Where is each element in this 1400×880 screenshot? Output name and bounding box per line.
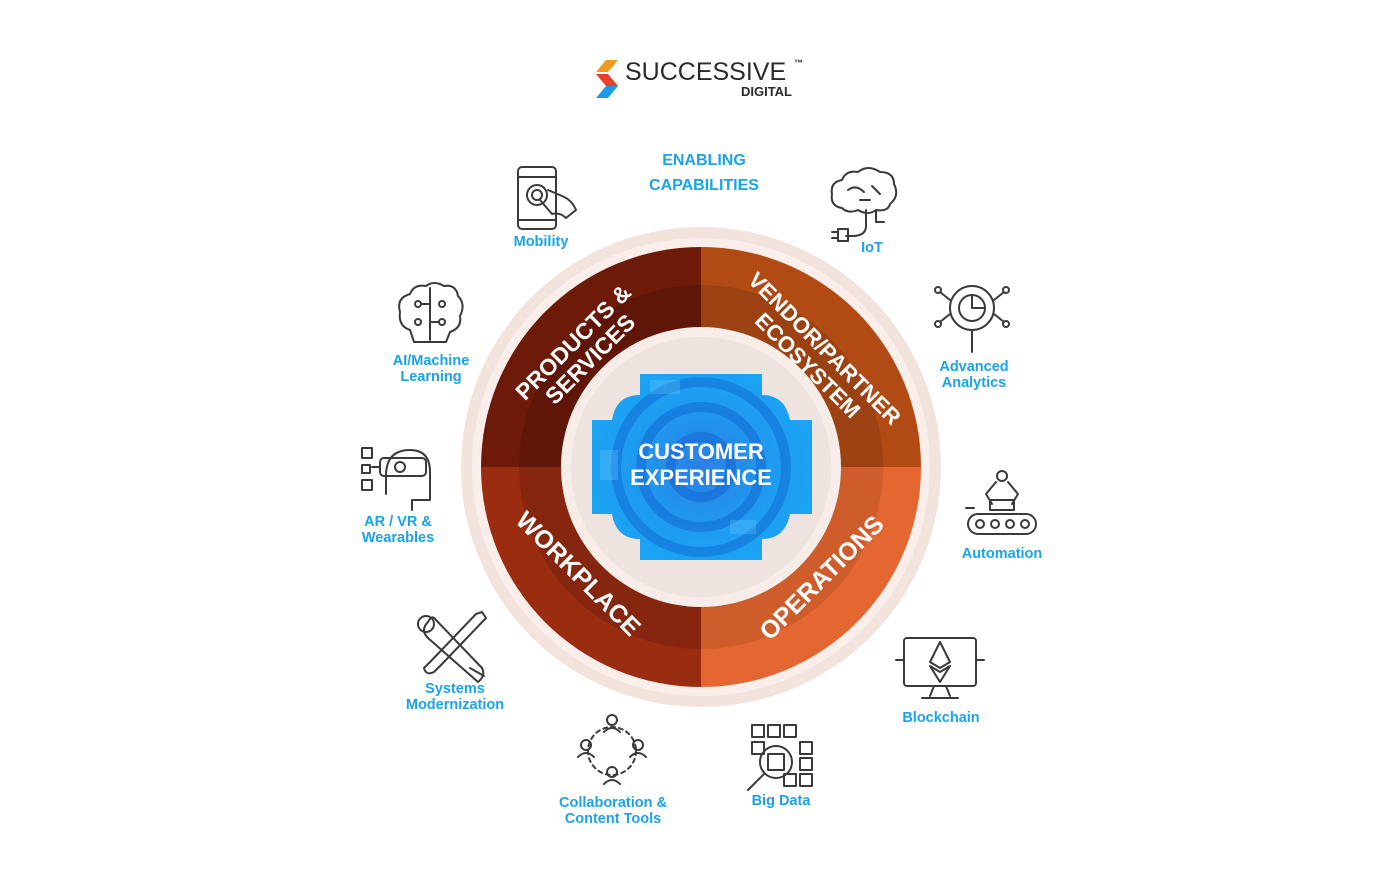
caption-automation-line-1: Automation bbox=[961, 546, 1043, 562]
caption-mobility-line-1: Mobility bbox=[513, 234, 569, 250]
caption-big-data: Big Data bbox=[706, 793, 856, 809]
caption-collaboration-line-2: Content Tools bbox=[564, 811, 662, 827]
caption-iot-line-1: IoT bbox=[861, 240, 883, 256]
caption-big-data-line-1: Big Data bbox=[751, 793, 811, 809]
logo-trademark: ™ bbox=[794, 58, 803, 68]
caption-systems-modernization-line-2: Modernization bbox=[405, 697, 505, 713]
wrench-screwdriver-icon bbox=[417, 611, 487, 683]
vr-headset-icon bbox=[361, 447, 431, 511]
caption-collaboration-line-1: Collaboration & bbox=[559, 795, 667, 811]
caption-blockchain-line-1: Blockchain bbox=[902, 710, 980, 726]
caption-ar-vr-line-2: Wearables bbox=[361, 530, 435, 546]
caption-systems-modernization-line-1: Systems bbox=[425, 681, 485, 697]
customer-experience-badge: CUSTOMER EXPERIENCE bbox=[592, 374, 812, 560]
brain-gear-icon bbox=[398, 282, 464, 343]
people-network-icon bbox=[577, 714, 647, 785]
magnifier-chart-icon bbox=[934, 285, 1010, 353]
header-line-1: ENABLING bbox=[662, 152, 746, 169]
caption-mobility: Mobility bbox=[466, 234, 616, 250]
logo-subtitle: DIGITAL bbox=[741, 84, 792, 99]
caption-advanced-analytics-line-1: Advanced bbox=[939, 359, 1009, 375]
center-line-2: EXPERIENCE bbox=[630, 465, 772, 490]
caption-ai-ml: AI/Machine Learning bbox=[356, 353, 506, 385]
caption-advanced-analytics: Advanced Analytics bbox=[899, 359, 1049, 391]
caption-systems-modernization: Systems Modernization bbox=[380, 681, 530, 713]
logo-mark-icon bbox=[596, 60, 618, 98]
header-line-2: CAPABILITIES bbox=[649, 177, 759, 194]
caption-collaboration: Collaboration & Content Tools bbox=[538, 795, 688, 827]
robot-arm-conveyor-icon bbox=[965, 470, 1037, 535]
logo-wordmark: SUCCESSIVE bbox=[625, 58, 786, 86]
caption-ar-vr: AR / VR & Wearables bbox=[323, 514, 473, 546]
caption-ai-ml-line-2: Learning bbox=[400, 369, 462, 385]
caption-advanced-analytics-line-2: Analytics bbox=[941, 375, 1007, 391]
data-grid-magnifier-icon bbox=[747, 724, 813, 791]
caption-blockchain: Blockchain bbox=[866, 710, 1016, 726]
caption-automation: Automation bbox=[927, 546, 1077, 562]
iot-brain-plug-icon bbox=[830, 167, 898, 242]
caption-ai-ml-line-1: AI/Machine bbox=[392, 353, 470, 369]
ethereum-monitor-icon bbox=[895, 637, 985, 699]
smartphone-touch-icon bbox=[517, 166, 577, 230]
caption-ar-vr-line-1: AR / VR & bbox=[364, 514, 432, 530]
caption-iot: IoT bbox=[797, 240, 947, 256]
successive-digital-logo: SUCCESSIVE ™ DIGITAL bbox=[596, 58, 803, 99]
center-line-1: CUSTOMER bbox=[638, 439, 764, 464]
